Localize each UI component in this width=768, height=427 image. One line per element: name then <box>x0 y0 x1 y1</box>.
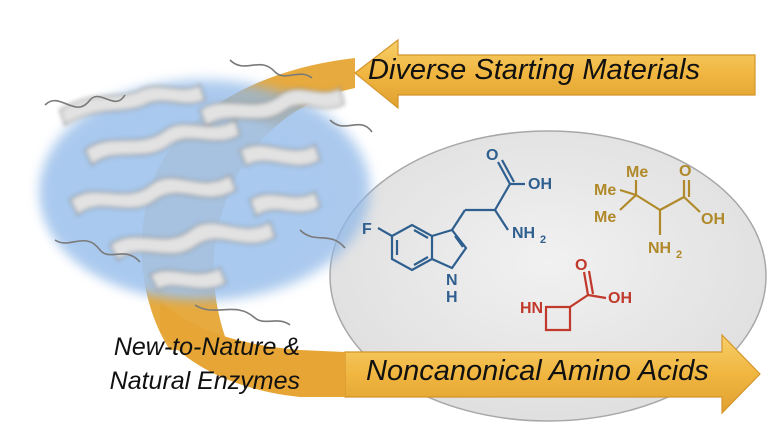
trp-amine: NH <box>512 225 535 242</box>
amino-acid-ellipse <box>329 130 767 422</box>
top-arrow <box>354 38 756 110</box>
tle-methyl-left2: Me <box>594 209 616 226</box>
tle-methyl-top: Me <box>626 164 648 181</box>
enzyme-label: New-to-Nature & Natural Enzymes <box>110 330 300 398</box>
molecule-tert-leucine <box>619 180 701 235</box>
aze-ring-nh: HN <box>520 300 543 317</box>
aze-hydroxyl: OH <box>608 290 632 307</box>
trp-amine-sub: 2 <box>540 234 546 246</box>
tle-methyl-left1: Me <box>594 182 616 199</box>
top-arrow-label: Diverse Starting Materials <box>368 54 700 86</box>
bottom-arrow-label: Noncanonical Amino Acids <box>366 355 709 387</box>
tle-amine: NH <box>648 240 671 257</box>
tle-hydroxyl: OH <box>701 211 725 228</box>
molecule-azetidine-acid <box>544 270 607 332</box>
trp-ring-n: N <box>446 272 458 289</box>
tle-amine-sub: 2 <box>676 249 682 261</box>
molecule-fluorotryptophan <box>377 159 525 272</box>
trp-ring-h: H <box>446 289 458 306</box>
enzyme-label-line2: Natural Enzymes <box>109 367 300 395</box>
protein-structure <box>40 59 373 326</box>
enzyme-label-line1: New-to-Nature & <box>113 333 300 361</box>
tle-carbonyl-o: O <box>679 163 691 180</box>
bottom-arrow <box>344 333 761 415</box>
aze-carbonyl-o: O <box>575 257 587 274</box>
fluoro-atom: F <box>362 221 372 238</box>
cycle-arc-tail <box>160 300 345 397</box>
trp-hydroxyl: OH <box>528 176 552 193</box>
trp-carbonyl-o: O <box>486 147 498 164</box>
